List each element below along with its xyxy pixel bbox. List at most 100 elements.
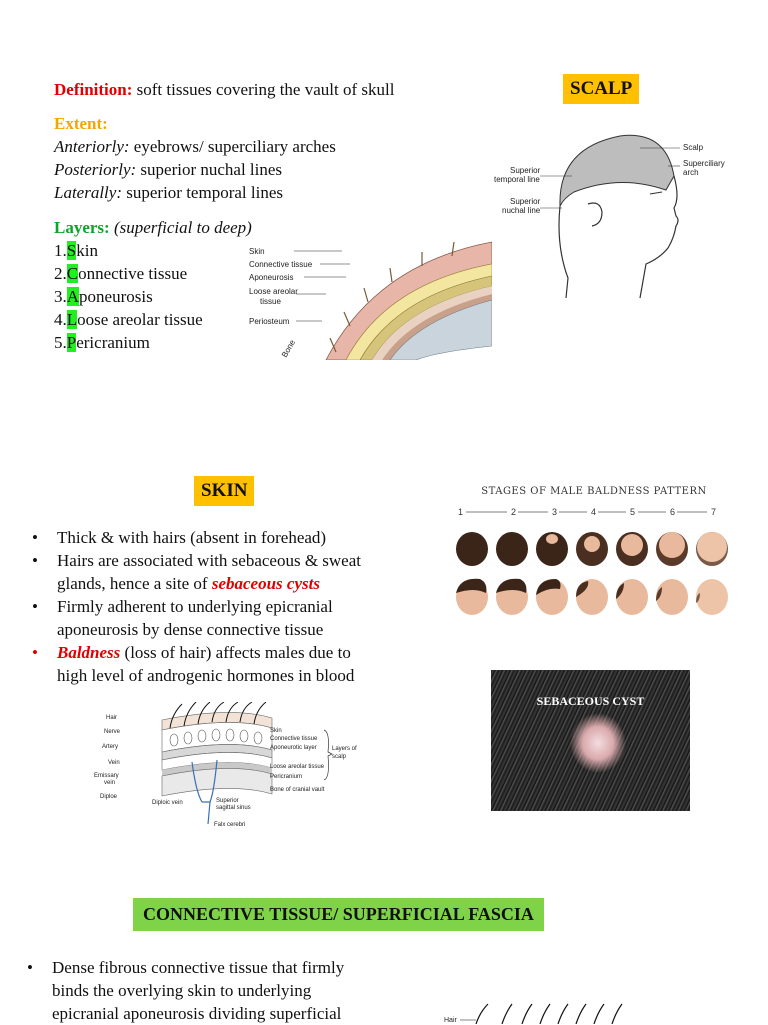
connective-hair-label: Hair	[444, 1017, 458, 1024]
detail-label-superior: Superior	[216, 798, 239, 804]
stage-number: 5	[630, 507, 635, 517]
layers-label: Layers:	[54, 218, 110, 237]
layer-letter: S	[66, 241, 77, 260]
layer-rest: poneurosis	[79, 287, 153, 306]
baldness-stages-svg: 1 2 3 4 5 6 7	[456, 507, 728, 615]
diag-label-skin: Skin	[249, 247, 265, 256]
skin-bullet-text: glands, hence a site of	[57, 574, 212, 593]
extent-label-text: Extent:	[54, 114, 108, 133]
layer-rest: kin	[76, 241, 98, 260]
layer-item: 3.Aponeurosis	[54, 285, 203, 308]
laterally-line: Laterally: superior temporal lines	[54, 181, 283, 204]
head-label-superior-1: Superior	[510, 166, 541, 175]
skin-bullet: Hairs are associated with sebaceous & sw…	[27, 549, 437, 595]
layer-num: 1.	[54, 241, 67, 260]
diag-label-bone: Bone	[280, 338, 297, 359]
skin-title: SKIN	[194, 476, 255, 506]
head-label-superciliary: Superciliary	[683, 159, 725, 168]
layer-num: 4.	[54, 310, 67, 329]
head-label-scalp: Scalp	[683, 143, 704, 152]
layer-num: 5.	[54, 333, 67, 352]
stage-number: 4	[591, 507, 596, 517]
layer-letter: P	[66, 333, 77, 352]
connective-bullet: Dense fibrous connective tissue that fir…	[22, 956, 422, 1025]
head-label-nuchal: nuchal line	[502, 206, 541, 215]
skin-bullets: Thick & with hairs (absent in forehead) …	[27, 526, 437, 687]
definition-text: soft tissues covering the vault of skull	[132, 80, 395, 99]
layer-item: 5.Pericranium	[54, 331, 203, 354]
detail-label-connective: Connective tissue	[270, 736, 318, 742]
layer-letter: L	[66, 310, 78, 329]
layer-letter: A	[66, 287, 80, 306]
baldness-emphasis: Baldness	[57, 643, 121, 662]
anteriorly-text: eyebrows/ superciliary arches	[129, 137, 336, 156]
layer-item: 2.Connective tissue	[54, 262, 203, 285]
detail-label-scalp: scalp	[332, 754, 347, 760]
layer-rest: onnective tissue	[78, 264, 188, 283]
scalp-title: SCALP	[563, 74, 640, 104]
skin-bullet: Baldness (loss of hair) affects males du…	[27, 641, 437, 687]
detail-label-artery: Artery	[102, 744, 118, 750]
detail-label-diploe: Diploe	[100, 794, 118, 800]
head-profile-diagram: Scalp Superciliary arch Superior tempora…	[494, 134, 725, 299]
stage-number: 1	[458, 507, 463, 517]
baldness-top-heads	[456, 532, 728, 566]
layer-num: 3.	[54, 287, 67, 306]
definition-label: Definition:	[54, 80, 133, 99]
detail-label-emissary-vein: vein	[104, 780, 115, 786]
stage-number: 3	[552, 507, 557, 517]
layer-item: 1.Skin	[54, 239, 203, 262]
stage-number: 6	[670, 507, 675, 517]
connective-bullets: Dense fibrous connective tissue that fir…	[22, 956, 422, 1025]
layers-note: (superficial to deep)	[109, 218, 252, 237]
detail-label-loose: Loose areolar tissue	[270, 764, 325, 770]
connective-text: epicranial aponeurosis dividing superfic…	[52, 1004, 342, 1023]
detail-label-diploic: Diploic vein	[152, 800, 183, 806]
layer-rest: ericranium	[76, 333, 150, 352]
head-label-temporal: temporal line	[494, 175, 540, 184]
detail-label-aponeurotic: Aponeurotic layer	[270, 745, 317, 751]
scalp-layers-diagram: Skin Connective tissue Aponeurosis Loose…	[249, 241, 492, 360]
anteriorly-label: Anteriorly:	[54, 137, 130, 156]
cyst-label: SEBACEOUS CYST	[536, 694, 645, 708]
skin-bullet: Thick & with hairs (absent in forehead)	[27, 526, 437, 549]
layer-letter: C	[66, 264, 79, 283]
skin-bullet-text: Thick & with hairs (absent in forehead)	[57, 528, 327, 547]
diag-label-aponeurosis: Aponeurosis	[249, 273, 293, 282]
posteriorly-line: Posteriorly: superior nuchal lines	[54, 158, 282, 181]
sebaceous-cyst-photo: SEBACEOUS CYST	[491, 670, 690, 811]
detail-label-nerve: Nerve	[104, 729, 121, 735]
sebaceous-cysts-emphasis: sebaceous cysts	[211, 574, 320, 593]
connective-tissue-title: CONNECTIVE TISSUE/ SUPERFICIAL FASCIA	[133, 898, 544, 931]
scalp-layers-detail-diagram: Hair Nerve Artery Vein Emissary vein Dip…	[94, 702, 357, 828]
extent-label: Extent:	[54, 112, 108, 135]
posteriorly-text: superior nuchal lines	[136, 160, 283, 179]
detail-label-layers-of: Layers of	[332, 746, 357, 752]
posteriorly-label: Posteriorly:	[54, 160, 137, 179]
stage-number: 7	[711, 507, 716, 517]
laterally-text: superior temporal lines	[122, 183, 283, 202]
detail-label-pericranium: Pericranium	[270, 774, 302, 780]
detail-label-emissary: Emissary	[94, 773, 119, 779]
layers-list: 1.Skin 2.Connective tissue 3.Aponeurosis…	[54, 239, 203, 354]
connective-text: Dense fibrous connective tissue that fir…	[52, 958, 345, 977]
connective-text: binds the overlying skin to underlying	[52, 981, 312, 1000]
layer-item: 4.Loose areolar tissue	[54, 308, 203, 331]
detail-label-sagittal: sagittal sinus	[216, 805, 251, 811]
detail-label-bone: Bone of cranial vault	[270, 787, 325, 793]
diag-label-connective: Connective tissue	[249, 260, 313, 269]
head-label-superior-2: Superior	[510, 197, 541, 206]
definition-line: Definition: soft tissues covering the va…	[54, 78, 394, 101]
skin-bullet-text: aponeurosis by dense connective tissue	[57, 620, 324, 639]
head-label-arch: arch	[683, 168, 699, 177]
skin-bullet-text: high level of androgenic hormones in blo…	[57, 666, 355, 685]
detail-label-falx: Falx cerebri	[214, 822, 245, 828]
detail-label-vein: Vein	[108, 760, 120, 766]
diag-label-loose: Loose areolar	[249, 287, 298, 296]
layers-heading: Layers: (superficial to deep)	[54, 216, 252, 239]
skin-bullet-text: (loss of hair) affects males due to	[120, 643, 351, 662]
baldness-side-heads	[456, 578, 728, 615]
diag-label-periosteum: Periosteum	[249, 317, 290, 326]
layer-rest: oose areolar tissue	[77, 310, 203, 329]
skin-bullet-text: Hairs are associated with sebaceous & sw…	[57, 551, 361, 570]
